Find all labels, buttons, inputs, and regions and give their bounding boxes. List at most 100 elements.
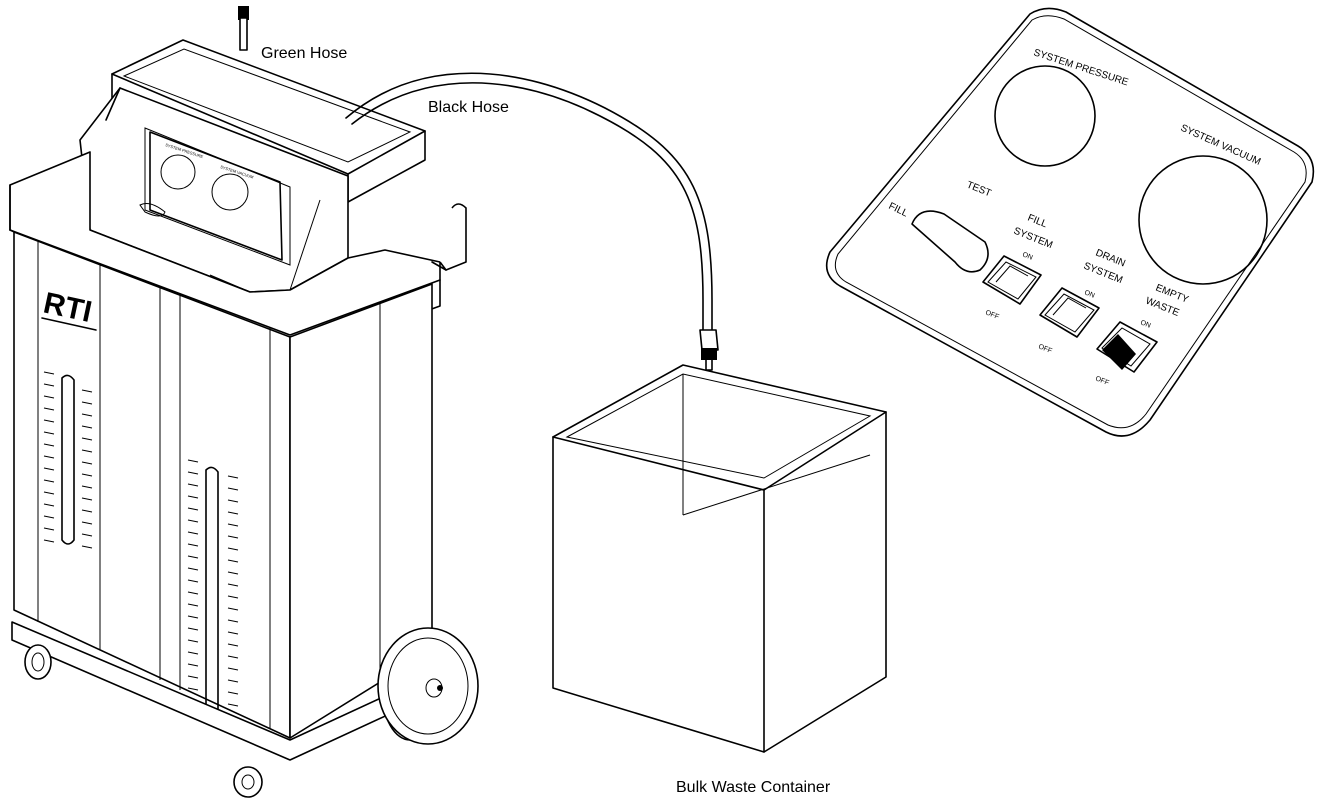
cart-base: [11, 621, 479, 798]
louver-dash: [227, 679, 239, 683]
louver-dash: [187, 555, 199, 559]
louver-dash: [81, 425, 93, 429]
louver-dash: [43, 443, 55, 447]
louver-dash: [81, 473, 93, 477]
louver-dash: [81, 509, 93, 513]
label-empty-waste-on: ON: [1139, 319, 1151, 329]
louver-dash: [43, 395, 55, 399]
louver-dash: [187, 675, 199, 679]
louver-dash: [187, 471, 199, 475]
louver-dash: [227, 523, 239, 527]
louver-dash: [43, 539, 55, 543]
louver-dash: [187, 543, 199, 547]
louver-dash: [81, 461, 93, 465]
louver-dash: [227, 559, 239, 563]
louver-dash: [187, 627, 199, 631]
rocker-on-position: [1102, 334, 1136, 370]
label-bulk-waste-container: Bulk Waste Container: [676, 779, 831, 796]
label-black-hose: Black Hose: [428, 99, 509, 116]
mini-vacuum-gauge: [211, 173, 249, 211]
louver-dash: [187, 519, 199, 523]
louver-dash: [43, 407, 55, 411]
louver-dash: [227, 487, 239, 491]
louver-dash: [187, 567, 199, 571]
louver-dash: [187, 687, 199, 691]
louver-dash: [227, 547, 239, 551]
louver-dash: [43, 479, 55, 483]
cart-handle[interactable]: [439, 203, 467, 271]
louver-dash: [187, 531, 199, 535]
louver-dash: [43, 515, 55, 519]
louver-dash: [187, 603, 199, 607]
louver-dash: [187, 615, 199, 619]
fill-system-switch[interactable]: [982, 255, 1042, 305]
louver-dash: [43, 491, 55, 495]
green-hose-fitting[interactable]: [238, 6, 249, 51]
caster-front-right: [233, 766, 263, 798]
louver-dash: [227, 619, 239, 623]
louver-dash: [43, 371, 55, 375]
control-housing: SYSTEM PRESSURE SYSTEM VACUUM: [79, 87, 349, 322]
label-fill-system-on: ON: [1021, 251, 1033, 261]
louver-dash: [227, 667, 239, 671]
louver-dash: [227, 535, 239, 539]
louver-dash: [43, 503, 55, 507]
label-empty-waste-off: OFF: [1094, 375, 1110, 387]
mini-fill-knob: [139, 203, 166, 217]
louver-dash: [227, 631, 239, 635]
vent-louvers-right: [187, 459, 239, 731]
louver-dash: [227, 511, 239, 515]
louver-dash: [227, 655, 239, 659]
louver-dash: [187, 591, 199, 595]
vent-louvers-left: [43, 371, 93, 549]
louver-dash: [227, 583, 239, 587]
louver-dash: [43, 383, 55, 387]
louver-dash: [81, 497, 93, 501]
louver-dash: [227, 475, 239, 479]
louver-dash: [187, 483, 199, 487]
louver-dash: [43, 419, 55, 423]
louver-dash: [227, 703, 239, 707]
louver-dash: [227, 691, 239, 695]
louver-dash: [187, 579, 199, 583]
rear-wheel: [377, 627, 479, 745]
system-vacuum-gauge: [1138, 155, 1268, 285]
louver-dash: [81, 533, 93, 537]
control-panel-closeup: SYSTEM PRESSURE SYSTEM VACUUM TEST FILL …: [825, 7, 1315, 437]
louver-dash: [81, 437, 93, 441]
louver-dash: [81, 485, 93, 489]
louver-dash: [227, 607, 239, 611]
louver-dash: [227, 595, 239, 599]
louver-dash: [187, 459, 199, 463]
louver-dash: [43, 467, 55, 471]
louver-dash: [43, 455, 55, 459]
louver-dash: [43, 527, 55, 531]
empty-waste-switch[interactable]: [1096, 321, 1158, 373]
bulk-waste-container: [552, 364, 887, 753]
recovery-cart: SYSTEM PRESSURE SYSTEM VACUUM: [9, 6, 479, 798]
louver-dash: [81, 401, 93, 405]
label-drain-system-on: ON: [1083, 289, 1095, 299]
vent-slot-left: [61, 374, 75, 545]
caster-front-left: [24, 644, 52, 680]
louver-dash: [187, 663, 199, 667]
mini-pressure-gauge: [160, 154, 196, 190]
louver-dash: [81, 389, 93, 393]
test-fill-selector-knob[interactable]: [911, 210, 989, 273]
louver-dash: [187, 651, 199, 655]
label-fill-system-off: OFF: [984, 309, 1000, 321]
system-pressure-gauge: [994, 65, 1096, 167]
louver-dash: [43, 431, 55, 435]
louver-dash: [227, 571, 239, 575]
louver-dash: [187, 507, 199, 511]
louver-dash: [187, 495, 199, 499]
louver-dash: [81, 545, 93, 549]
louver-dash: [227, 499, 239, 503]
louver-dash: [227, 643, 239, 647]
louver-dash: [81, 449, 93, 453]
cart-body: RTI: [9, 151, 467, 739]
drain-system-switch[interactable]: [1039, 287, 1100, 338]
louver-dash: [81, 521, 93, 525]
louver-dash: [187, 639, 199, 643]
